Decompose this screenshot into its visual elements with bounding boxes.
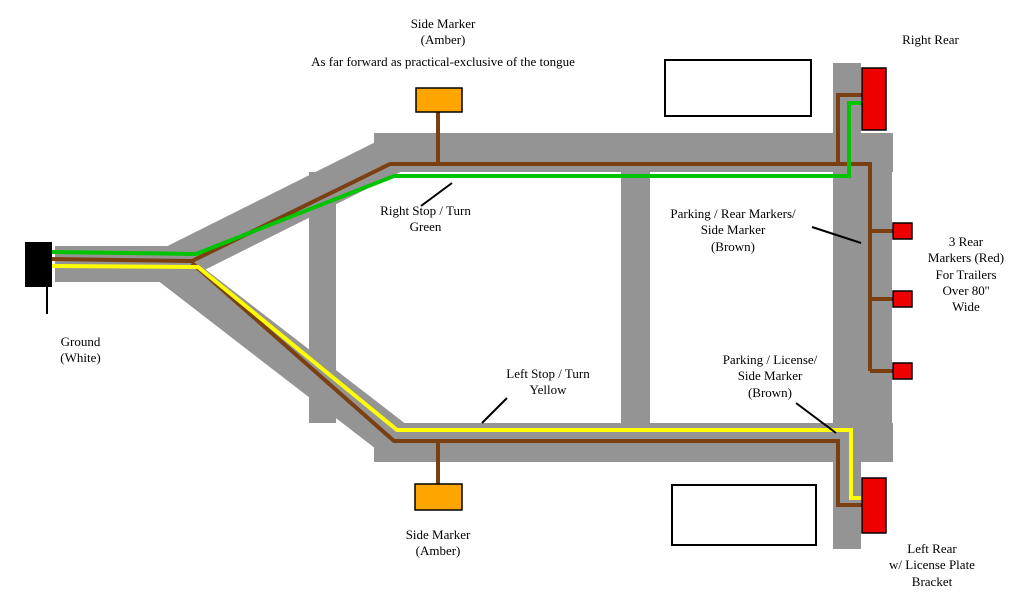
label-left-rear: Left Rear w/ License Plate Bracket: [889, 541, 975, 589]
pointer-lines: [420, 182, 862, 434]
blank-box-bottom: [671, 484, 817, 546]
pointer-parking-license: [795, 402, 837, 434]
label-parking-rear-markers: Parking / Rear Markers/ Side Marker (Bro…: [670, 206, 796, 254]
rear-marker-light-3: [892, 362, 913, 380]
label-ground: Ground (White): [60, 334, 101, 366]
pointer-left-stop-turn: [481, 397, 508, 424]
pointer-parking-rear-markers: [811, 226, 862, 244]
left-rear-light: [861, 477, 887, 534]
label-right-rear: Right Rear: [902, 32, 959, 47]
right-rear-light: [861, 67, 887, 131]
frame-top-diagonal: [161, 135, 407, 283]
label-side-marker-top: Side Marker (Amber): [410, 16, 476, 48]
side-marker-light-bottom: [414, 483, 463, 511]
yellow-wire-left-stop-turn: [51, 264, 866, 500]
green-wire-right-stop-turn: [51, 101, 866, 257]
lights: [25, 67, 913, 534]
wiring: [46, 93, 896, 507]
label-side-marker-note: As far forward as practical-exclusive of…: [311, 54, 575, 69]
frame-crossmember-1: [309, 172, 336, 423]
trailer-frame: [55, 63, 893, 549]
frame-crossmember-2: [621, 172, 650, 423]
rear-marker-light-1: [892, 222, 913, 240]
ground-connector: [25, 242, 52, 287]
label-parking-license: Parking / License/ Side Marker (Brown): [722, 352, 818, 400]
label-left-stop-turn: Left Stop / Turn Yellow: [506, 366, 590, 398]
rear-marker-light-2: [892, 290, 913, 308]
frame-top-rail: [374, 133, 893, 172]
brown-wire-right-rear-feed: [836, 93, 866, 164]
label-right-stop-turn: Right Stop / Turn Green: [380, 203, 471, 235]
side-marker-light-top: [415, 87, 463, 113]
label-side-marker-bottom: Side Marker (Amber): [405, 527, 471, 559]
brown-wire-bottom-run: [190, 261, 866, 507]
pointer-right-stop-turn: [420, 182, 453, 207]
label-three-rear-markers: 3 Rear Markers (Red) For Trailers Over 8…: [927, 234, 1005, 314]
blank-box-top: [664, 59, 812, 117]
